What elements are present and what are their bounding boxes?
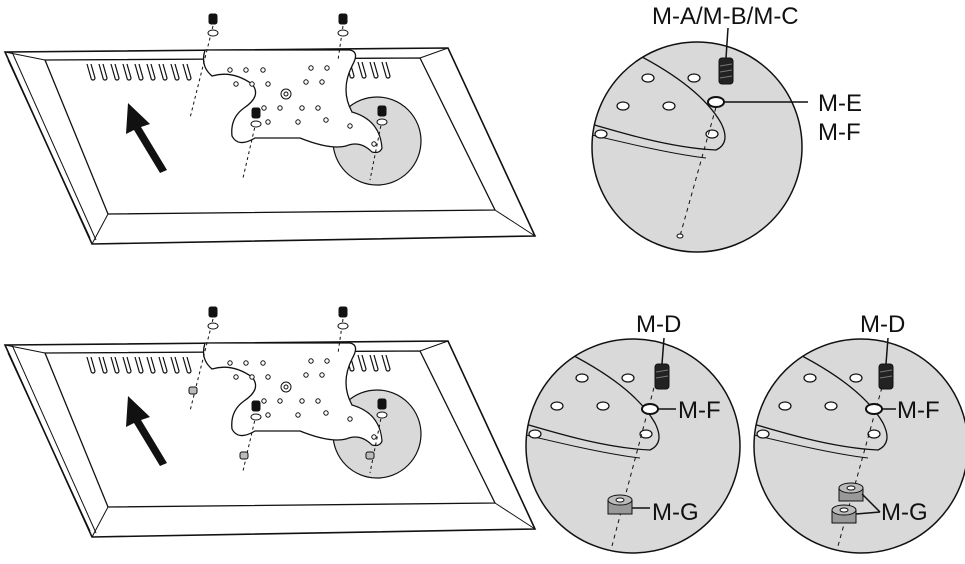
label-top-washer-1: M-E (818, 90, 862, 117)
label-top-screw: M-A/M-B/M-C (652, 3, 799, 30)
label-right-washer: M-F (897, 397, 940, 424)
tv-panel-step-1 (4, 13, 536, 245)
label-right-spacer: M-G (881, 499, 928, 526)
screw-icon (654, 363, 670, 390)
spacer-icon (607, 494, 633, 515)
tv-panel-step-2 (4, 306, 536, 538)
washer-icon (707, 96, 725, 108)
label-top-washer-2: M-F (818, 119, 861, 146)
screw-icon (878, 363, 894, 390)
label-mid-screw: M-D (636, 311, 681, 338)
detail-circle-step-1: M-A/M-B/M-C M-E M-F (591, 3, 862, 253)
label-right-screw: M-D (860, 311, 905, 338)
washer-icon (865, 403, 883, 415)
detail-circle-step-2a: M-D M-F M-G (525, 311, 741, 554)
detail-circle-step-2b: M-D M-F M-G (753, 311, 965, 554)
spacer-icon (838, 482, 864, 502)
spacer-icon (831, 504, 857, 524)
washer-icon (641, 403, 659, 415)
label-mid-spacer: M-G (652, 499, 699, 526)
screw-icon (718, 57, 734, 85)
label-mid-washer: M-F (678, 397, 721, 424)
